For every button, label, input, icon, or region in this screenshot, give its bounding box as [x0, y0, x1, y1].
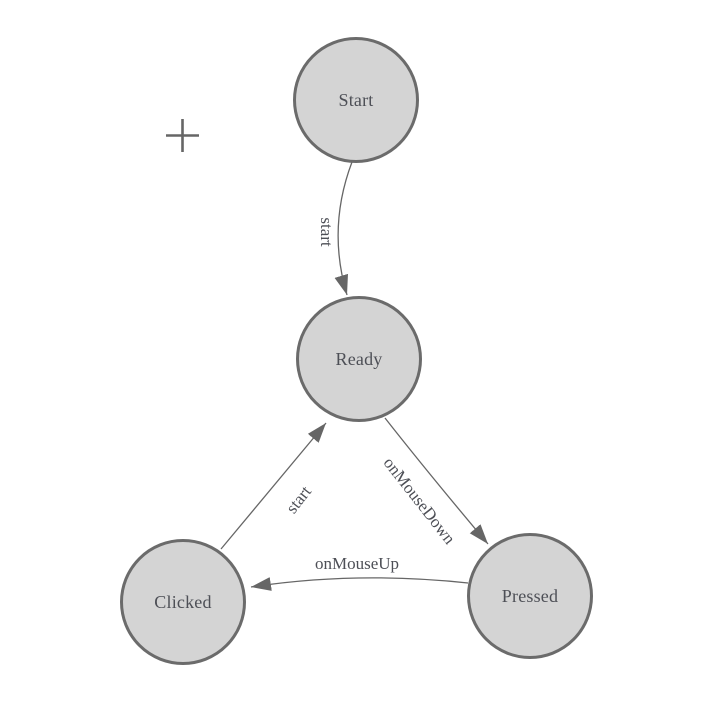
edge-label-pressed-to-clicked: onMouseUp — [314, 554, 400, 573]
plus-crosshair-icon — [166, 119, 199, 152]
edge-label-start-to-ready: start — [317, 217, 336, 247]
edge-start-to-ready[interactable] — [334, 161, 353, 296]
node-ready[interactable]: Ready — [296, 296, 422, 422]
edge-ready-to-pressed[interactable] — [384, 417, 489, 545]
node-pressed-label: Pressed — [501, 585, 559, 606]
edge-clicked-to-ready[interactable] — [220, 422, 327, 550]
node-ready-label: Ready — [335, 348, 383, 369]
edge-pressed-to-clicked[interactable] — [250, 577, 469, 591]
node-pressed[interactable]: Pressed — [467, 533, 593, 659]
node-start-label: Start — [338, 89, 374, 110]
node-clicked-label: Clicked — [154, 591, 212, 612]
node-clicked[interactable]: Clicked — [120, 539, 246, 665]
node-start[interactable]: Start — [293, 37, 419, 163]
